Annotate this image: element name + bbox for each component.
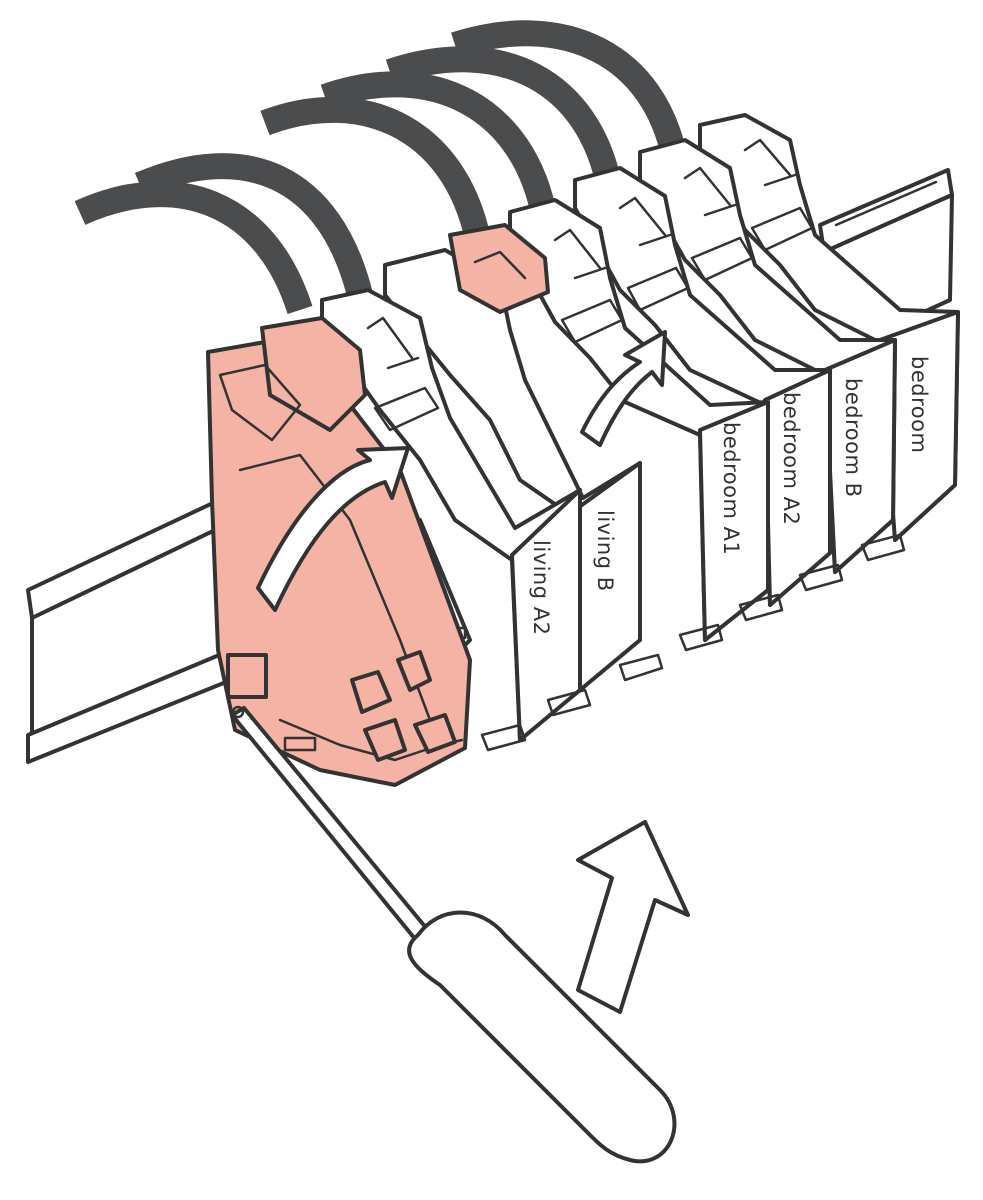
cable-4 bbox=[320, 71, 558, 223]
cable-5 bbox=[385, 46, 623, 193]
module-bedroom-a1: bedroom A1 bbox=[508, 198, 770, 642]
highlighted-module-being-removed bbox=[206, 316, 472, 787]
module-label-living-a2: living A2 bbox=[529, 540, 553, 635]
cable-1 bbox=[74, 181, 313, 315]
module-label-bedroom: bedroom bbox=[907, 356, 931, 453]
module-label-living-b: living B bbox=[593, 510, 617, 592]
cables bbox=[74, 20, 688, 315]
cable-2 bbox=[134, 153, 373, 299]
module-living-b: living B bbox=[383, 223, 642, 692]
module-label-bedroom-a1: bedroom A1 bbox=[719, 422, 743, 555]
din-rail-right bbox=[818, 168, 954, 334]
curved-arrow-icon-2 bbox=[580, 330, 667, 447]
module-label-bedroom-a2: bedroom A2 bbox=[779, 392, 803, 525]
module-living-a2: living A2 bbox=[320, 288, 582, 742]
screwdriver-icon bbox=[230, 705, 677, 1164]
cable-6 bbox=[451, 20, 688, 163]
cable-3 bbox=[260, 96, 493, 253]
din-rail-left bbox=[26, 492, 238, 764]
module-bedroom-a2: bedroom A2 bbox=[573, 166, 832, 607]
up-arrow-icon bbox=[576, 820, 690, 1014]
module-feet bbox=[480, 533, 906, 752]
curved-arrow-icon bbox=[256, 446, 410, 612]
module-label-bedroom-b: bedroom B bbox=[841, 378, 865, 498]
